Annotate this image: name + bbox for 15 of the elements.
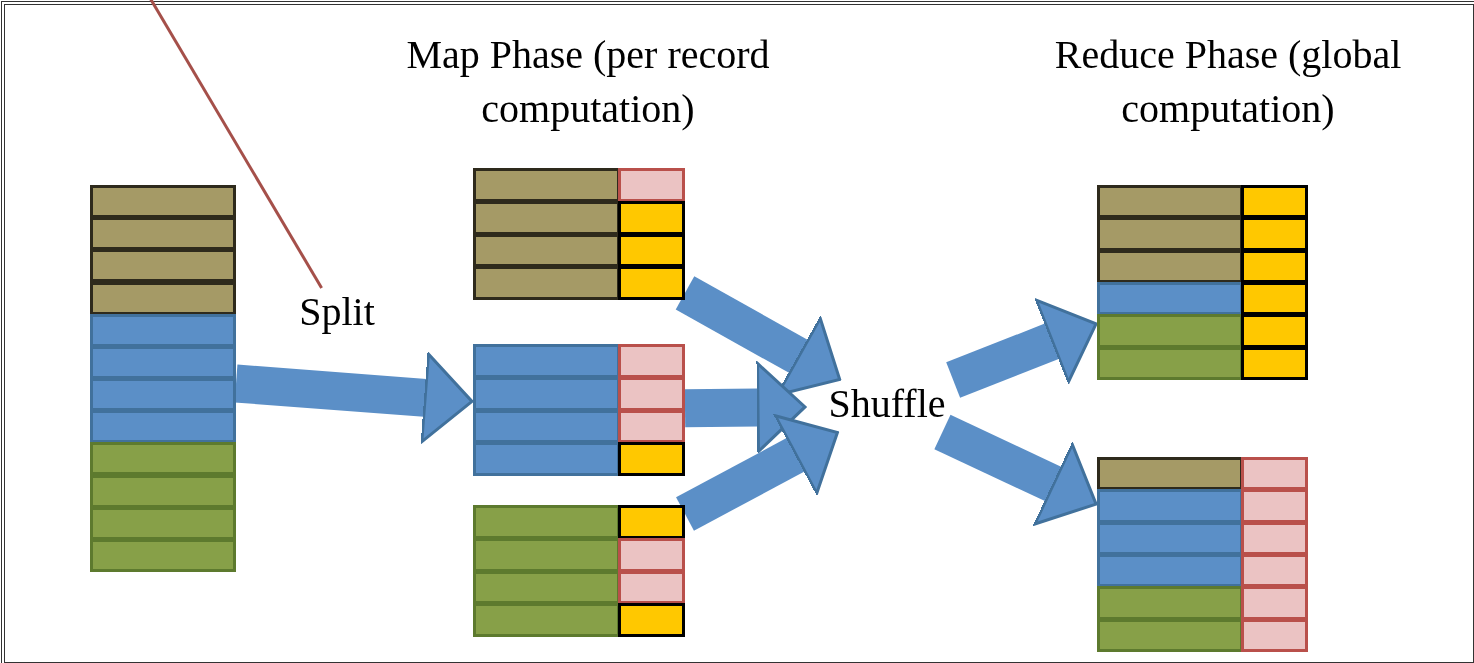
phase-heading: Reduce Phase (global computation): [1053, 31, 1403, 133]
record-table-drawing: [1097, 457, 1308, 651]
step-label: Shuffle: [806, 380, 968, 432]
record-table-drawing: [90, 185, 236, 571]
record-table-drawing: [1097, 185, 1308, 379]
leader-line: [148, 0, 323, 289]
record-table-drawing: [473, 344, 685, 475]
step-label: Split: [284, 288, 390, 340]
block-arrow: [946, 298, 1098, 398]
record-table-drawing: [473, 505, 685, 636]
block-arrow: [234, 352, 474, 444]
phase-heading: Map Phase (per record computation): [405, 31, 771, 133]
block-arrow: [684, 361, 807, 453]
block-arrow: [934, 414, 1098, 526]
record-table-drawing: [473, 168, 685, 299]
